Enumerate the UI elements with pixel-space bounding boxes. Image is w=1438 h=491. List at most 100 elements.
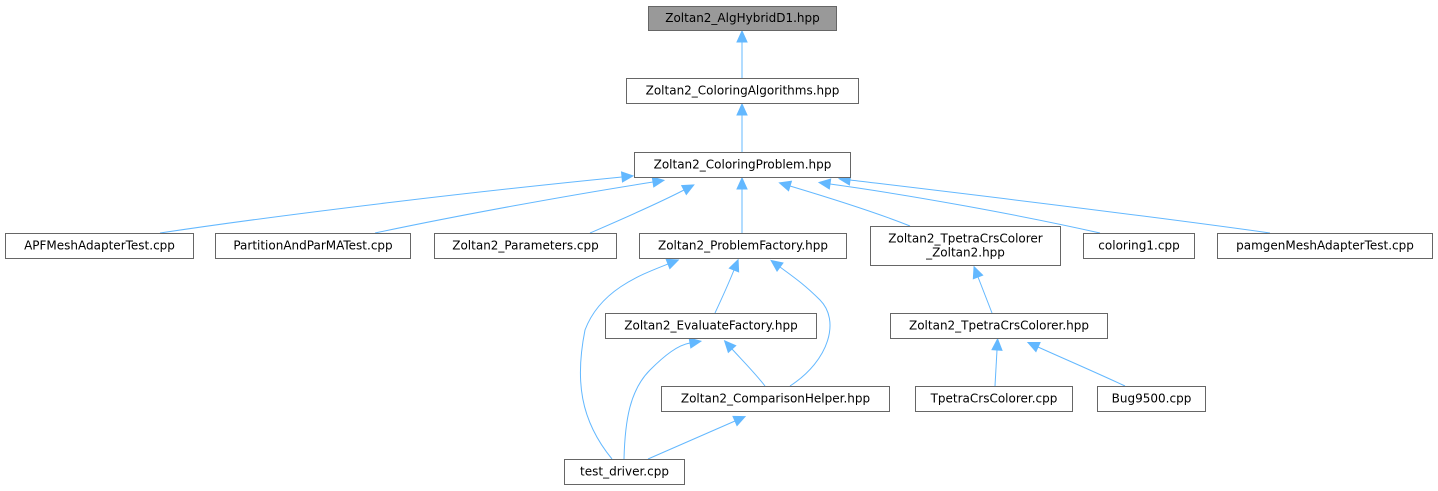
node-label: _Zoltan2.hpp: [925, 246, 1005, 260]
node-coloringalgs[interactable]: Zoltan2_ColoringAlgorithms.hpp: [626, 78, 859, 104]
edge-bug9500-to-tpetracolorer: [1026, 341, 1126, 387]
node-apfmesh[interactable]: APFMeshAdapterTest.cpp: [5, 233, 194, 259]
arrowhead-icon: [665, 258, 680, 270]
edge-line: [1037, 346, 1126, 387]
arrowhead-icon: [732, 415, 747, 427]
nodes-layer: Zoltan2_AlgHybridD1.hppZoltan2_ColoringA…: [5, 6, 1433, 485]
node-box: [1083, 233, 1195, 259]
node-label: Zoltan2_TpetraCrsColorer: [888, 232, 1043, 246]
node-box: [605, 313, 817, 339]
edge-line: [714, 269, 735, 314]
edge-line: [374, 181, 654, 234]
edge-line: [647, 420, 736, 460]
arrowhead-icon: [736, 29, 748, 43]
edge-line: [829, 183, 1101, 234]
node-label: Zoltan2_ProblemFactory.hpp: [658, 239, 828, 253]
node-label: coloring1.cpp: [1098, 239, 1179, 253]
arrowhead-icon: [778, 180, 793, 192]
edge-coloringproblem-to-coloringalgs: [736, 102, 748, 152]
arrowhead-icon: [770, 259, 784, 272]
node-box: [639, 233, 847, 259]
node-box: [870, 226, 1061, 266]
node-coloringproblem[interactable]: Zoltan2_ColoringProblem.hpp: [634, 152, 851, 178]
node-label: TpetraCrsColorer.cpp: [930, 392, 1058, 406]
node-box: [434, 233, 617, 259]
arrowhead-icon: [651, 176, 666, 188]
node-label: test_driver.cpp: [580, 465, 669, 479]
node-tpetracpp[interactable]: TpetraCrsColorer.cpp: [915, 386, 1073, 412]
node-box: [648, 6, 837, 31]
edge-parameters-to-coloringproblem: [589, 184, 695, 234]
arrowhead-icon: [817, 178, 832, 190]
node-comparison[interactable]: Zoltan2_ComparisonHelper.hpp: [661, 386, 890, 412]
node-label: Zoltan2_EvaluateFactory.hpp: [624, 319, 797, 333]
edges-layer: [159, 29, 1271, 460]
edge-partition-to-coloringproblem: [374, 176, 666, 234]
node-box: [915, 386, 1073, 412]
edge-line: [623, 342, 691, 460]
edge-testdriver-to-comparison: [647, 415, 747, 460]
arrowhead-icon: [736, 102, 748, 116]
edge-line: [589, 189, 685, 234]
edge-line: [731, 348, 766, 387]
node-box: [1097, 386, 1206, 412]
arrowhead-icon: [1026, 341, 1041, 353]
node-box: [890, 313, 1108, 339]
arrowhead-icon: [972, 265, 984, 280]
node-box: [634, 152, 851, 178]
edge-pamgen-to-coloringproblem: [837, 174, 1271, 234]
arrowhead-icon: [680, 184, 695, 196]
arrowhead-icon: [728, 258, 740, 273]
edge-line: [994, 349, 998, 387]
node-label: Zoltan2_ColoringProblem.hpp: [654, 158, 832, 172]
edge-tpetrazoltan2-to-coloringproblem: [778, 180, 911, 227]
edge-problemfactory-to-coloringproblem: [736, 176, 748, 233]
node-box: [1217, 233, 1433, 259]
node-label: pamgenMeshAdapterTest.cpp: [1236, 239, 1414, 253]
edge-comparison-to-problemfactory: [770, 259, 831, 387]
edge-line: [579, 263, 669, 460]
node-problemfactory[interactable]: Zoltan2_ProblemFactory.hpp: [639, 233, 847, 259]
edge-evaluatefactory-to-problemfactory: [714, 258, 740, 314]
node-label: Zoltan2_Parameters.cpp: [452, 239, 599, 253]
node-box: [661, 386, 890, 412]
node-coloring1[interactable]: coloring1.cpp: [1083, 233, 1195, 259]
edge-comparison-to-evaluatefactory: [723, 339, 766, 387]
arrowhead-icon: [991, 337, 1003, 351]
edge-line: [789, 185, 911, 227]
edge-apfmesh-to-coloringproblem: [159, 171, 635, 234]
node-label: Zoltan2_ComparisonHelper.hpp: [681, 392, 870, 406]
node-alghybrid: Zoltan2_AlgHybridD1.hpp: [648, 6, 837, 31]
node-label: Bug9500.cpp: [1112, 392, 1192, 406]
node-parameters[interactable]: Zoltan2_Parameters.cpp: [434, 233, 617, 259]
node-partition[interactable]: PartitionAndParMATest.cpp: [215, 233, 411, 259]
node-box: [5, 233, 194, 259]
edge-testdriver-to-evaluatefactory: [623, 337, 703, 460]
node-tpetracolorer[interactable]: Zoltan2_TpetraCrsColorer.hpp: [890, 313, 1108, 339]
arrowhead-icon: [688, 337, 703, 349]
node-label: Zoltan2_ColoringAlgorithms.hpp: [646, 84, 840, 98]
node-label: Zoltan2_AlgHybridD1.hpp: [665, 11, 820, 25]
node-box: [564, 459, 685, 485]
edge-tpetracolorer-to-tpetrazoltan2: [972, 265, 993, 314]
edge-line: [849, 179, 1271, 234]
edge-coloring1-to-coloringproblem: [817, 178, 1101, 234]
node-label: PartitionAndParMATest.cpp: [233, 239, 392, 253]
node-label: APFMeshAdapterTest.cpp: [24, 239, 175, 253]
node-tpetrazoltan2[interactable]: Zoltan2_TpetraCrsColorer_Zoltan2.hpp: [870, 226, 1061, 266]
edge-line: [977, 276, 993, 314]
edge-line: [159, 176, 623, 234]
edge-coloringalgs-to-alghybrid: [736, 29, 748, 78]
arrowhead-icon: [620, 171, 635, 183]
node-box: [626, 78, 859, 104]
node-bug9500[interactable]: Bug9500.cpp: [1097, 386, 1206, 412]
node-box: [215, 233, 411, 259]
arrowhead-icon: [723, 339, 737, 354]
node-label: Zoltan2_TpetraCrsColorer.hpp: [909, 319, 1089, 333]
node-evaluatefactory[interactable]: Zoltan2_EvaluateFactory.hpp: [605, 313, 817, 339]
arrowhead-icon: [736, 176, 748, 190]
node-pamgen[interactable]: pamgenMeshAdapterTest.cpp: [1217, 233, 1433, 259]
edge-tpetracpp-to-tpetracolorer: [991, 337, 1003, 387]
edge-line: [779, 266, 831, 387]
node-testdriver[interactable]: test_driver.cpp: [564, 459, 685, 485]
